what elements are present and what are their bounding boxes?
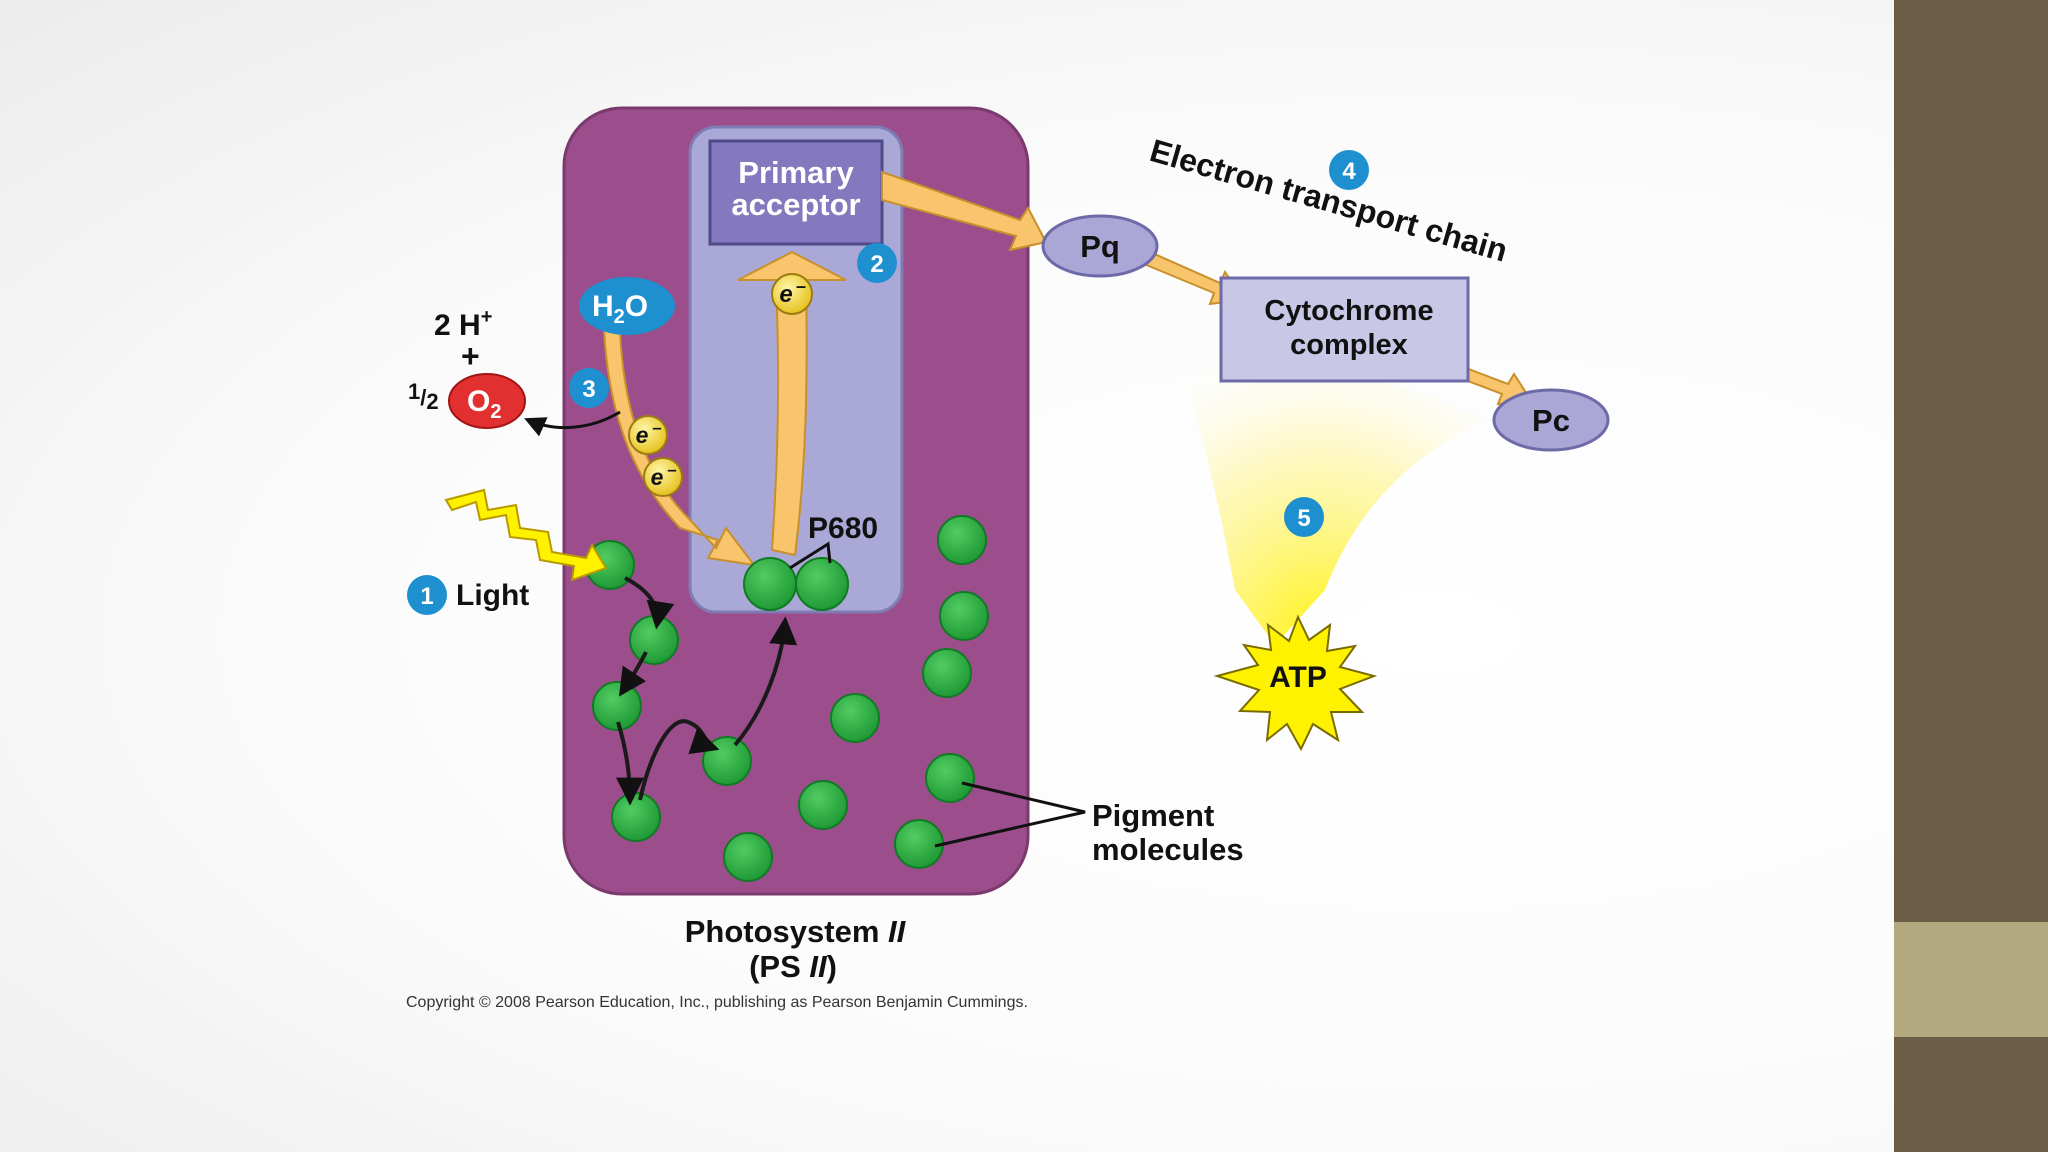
- step-badge-1: 1: [407, 575, 447, 615]
- electron-transport-chain-label: Electron transport chain: [1146, 132, 1511, 269]
- water-splitting-arrow: [524, 410, 621, 437]
- pigment-molecule: [723, 832, 773, 882]
- fraction-denominator: 2: [426, 389, 438, 414]
- step-number: 3: [582, 376, 595, 403]
- h2o-h: H: [592, 290, 614, 323]
- p680-pigment-right: [795, 557, 849, 611]
- electron-symbol: e: [779, 281, 792, 308]
- side-accent-band: [1894, 922, 2048, 1037]
- h2o-subscript: 2: [614, 306, 625, 328]
- step-number: 5: [1297, 505, 1310, 532]
- pigment-molecule: [937, 515, 987, 565]
- pigment-molecule: [798, 780, 848, 830]
- p680-label: P680: [808, 512, 878, 545]
- step-badge-5: 5: [1284, 497, 1324, 537]
- light-bolt: [444, 488, 608, 582]
- energy-transfer-arrow: [733, 616, 798, 747]
- energy-transfer-arrow: [638, 719, 720, 801]
- electron-symbol: e: [651, 464, 664, 490]
- cytochrome-label-2: complex: [1290, 329, 1408, 361]
- photosystem-abbrev-numeral: II: [809, 949, 828, 984]
- acceptor-to-pq-arrow: [881, 170, 1048, 252]
- plastoquinone-carrier: [1041, 214, 1159, 278]
- photosystem-title-text: Photosystem: [685, 914, 888, 949]
- atp-star: [1213, 614, 1378, 752]
- fraction-numerator: 1: [408, 379, 420, 404]
- pigment-molecule: [830, 693, 880, 743]
- h2o-label: H2O: [592, 290, 648, 328]
- plus-sign: +: [461, 338, 480, 374]
- oxygen-label: O2: [467, 385, 501, 423]
- step-number: 2: [870, 251, 883, 278]
- photosystem-abbrev: (PS II): [749, 949, 837, 984]
- primary-acceptor-label-1: Primary: [738, 155, 854, 190]
- energy-transfer-arrows: [615, 576, 798, 806]
- energy-transfer-arrow: [615, 721, 644, 806]
- pigment-molecules-label-1: Pigment: [1092, 798, 1214, 833]
- hydrogen-ions-label: 2 H+: [434, 306, 492, 342]
- light-label: Light: [456, 579, 529, 612]
- electron-from-water-2: e –: [643, 457, 683, 497]
- electron-charge: –: [796, 276, 806, 296]
- excitation-arrow: [737, 250, 847, 557]
- step-badge-4: 4: [1329, 150, 1369, 190]
- electron-from-water-1: e –: [628, 415, 668, 455]
- photosystem-abbrev-open: (PS: [749, 949, 809, 984]
- electron-charge: –: [652, 418, 661, 437]
- energy-transfer-arrow: [624, 576, 675, 630]
- pigment-molecule: [939, 591, 989, 641]
- step-number: 4: [1342, 158, 1356, 185]
- p680-bracket: [789, 541, 832, 570]
- oxygen-molecule: [448, 373, 526, 429]
- plastocyanin-carrier: [1492, 388, 1610, 452]
- one-half-fraction: 1/2: [408, 379, 439, 414]
- photosystem-abbrev-close: ): [827, 949, 837, 984]
- pigment-molecule: [611, 792, 661, 842]
- atp-label: ATP: [1269, 661, 1327, 694]
- oxygen-subscript: 2: [490, 401, 501, 423]
- step-number: 1: [420, 583, 433, 610]
- pigment-molecule: [629, 615, 679, 665]
- pigment-molecules-label-2: molecules: [1092, 832, 1244, 867]
- pq-label: Pq: [1080, 229, 1120, 264]
- h2o-o: O: [625, 290, 648, 323]
- electron-charge: –: [667, 460, 676, 479]
- p680-pigment-left: [743, 557, 797, 611]
- pigment-callout-lines: [934, 781, 1086, 848]
- electron-symbol: e: [636, 422, 649, 448]
- primary-acceptor-label-2: acceptor: [731, 187, 860, 222]
- pigment-molecule: [922, 648, 972, 698]
- hydrogen-ions-charge: +: [481, 306, 493, 328]
- pigment-molecule: [925, 753, 975, 803]
- pigment-molecule: [894, 819, 944, 869]
- cytochrome-label-1: Cytochrome: [1264, 295, 1433, 327]
- electron-excited: e –: [771, 273, 813, 315]
- step-badge-3: 3: [569, 368, 609, 408]
- hydrogen-ions-text: 2 H: [434, 309, 481, 342]
- cytochrome-complex-box: [1219, 276, 1470, 383]
- h2o-molecule: [579, 277, 675, 335]
- fraction-slash: /: [420, 385, 426, 410]
- energy-transfer-arrow: [618, 651, 648, 697]
- pc-label: Pc: [1532, 403, 1570, 438]
- step-badge-2: 2: [857, 243, 897, 283]
- photosystem-title: Photosystem II: [685, 914, 907, 949]
- oxygen-o: O: [467, 385, 490, 418]
- photosystem-title-numeral: II: [888, 914, 907, 949]
- copyright-notice: Copyright © 2008 Pearson Education, Inc.…: [406, 994, 1028, 1011]
